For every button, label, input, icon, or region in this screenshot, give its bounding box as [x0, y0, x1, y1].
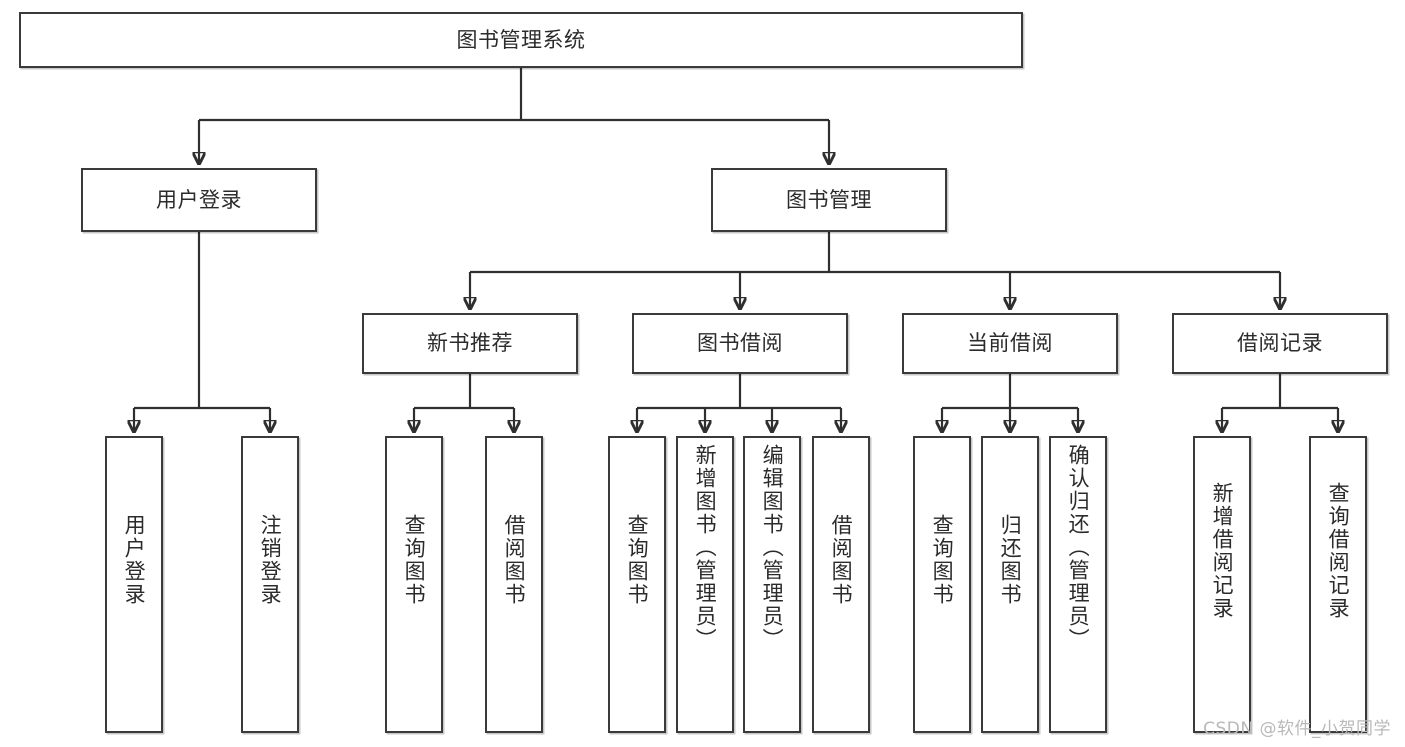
node-leaf-user-logout[interactable]: 注销登录: [241, 436, 299, 733]
node-leaf-edit-book-label: 编辑图书（管理员）: [760, 444, 785, 651]
node-leaf-confirm-return-label: 确认归还（管理员）: [1066, 444, 1091, 651]
node-leaf-borrow-book-1[interactable]: 借阅图书: [485, 436, 543, 733]
node-leaf-add-book[interactable]: 新增图书（管理员）: [676, 436, 734, 733]
node-leaf-query-book-3-label: 查询图书: [930, 514, 955, 606]
node-leaf-return-book-label: 归还图书: [998, 514, 1023, 606]
node-leaf-add-record[interactable]: 新增借阅记录: [1193, 436, 1251, 733]
node-leaf-confirm-return[interactable]: 确认归还（管理员）: [1049, 436, 1107, 733]
node-leaf-query-book-1-label: 查询图书: [402, 514, 427, 606]
watermark-text: CSDN @软件_小贺同学: [1203, 719, 1391, 739]
node-borrow-record[interactable]: 借阅记录: [1172, 313, 1388, 374]
node-user-login[interactable]: 用户登录: [81, 168, 317, 232]
node-new-book-recommend-label: 新书推荐: [427, 331, 513, 356]
node-root[interactable]: 图书管理系统: [19, 12, 1023, 68]
node-leaf-query-book-3[interactable]: 查询图书: [913, 436, 971, 733]
node-leaf-add-record-label: 新增借阅记录: [1210, 482, 1235, 620]
node-leaf-query-record[interactable]: 查询借阅记录: [1309, 436, 1367, 733]
node-book-borrow-label: 图书借阅: [697, 331, 783, 356]
node-leaf-borrow-book-2[interactable]: 借阅图书: [812, 436, 870, 733]
node-current-borrow-label: 当前借阅: [967, 331, 1053, 356]
node-leaf-add-book-label: 新增图书（管理员）: [693, 444, 718, 651]
node-book-manage[interactable]: 图书管理: [711, 168, 947, 232]
node-book-borrow[interactable]: 图书借阅: [632, 313, 848, 374]
node-leaf-query-book-1[interactable]: 查询图书: [385, 436, 443, 733]
node-leaf-borrow-book-2-label: 借阅图书: [829, 514, 854, 606]
node-leaf-user-logout-label: 注销登录: [258, 514, 283, 606]
node-book-manage-label: 图书管理: [786, 187, 872, 212]
node-leaf-user-login-label: 用户登录: [122, 514, 147, 606]
node-leaf-query-book-2-label: 查询图书: [625, 514, 650, 606]
node-root-label: 图书管理系统: [456, 27, 586, 52]
node-leaf-edit-book[interactable]: 编辑图书（管理员）: [743, 436, 801, 733]
node-borrow-record-label: 借阅记录: [1237, 331, 1323, 356]
node-current-borrow[interactable]: 当前借阅: [902, 313, 1118, 374]
node-leaf-query-book-2[interactable]: 查询图书: [608, 436, 666, 733]
node-leaf-query-record-label: 查询借阅记录: [1326, 482, 1351, 620]
node-new-book-recommend[interactable]: 新书推荐: [362, 313, 578, 374]
node-leaf-user-login[interactable]: 用户登录: [105, 436, 163, 733]
node-leaf-borrow-book-1-label: 借阅图书: [502, 514, 527, 606]
node-leaf-return-book[interactable]: 归还图书: [981, 436, 1039, 733]
node-user-login-label: 用户登录: [156, 187, 242, 212]
